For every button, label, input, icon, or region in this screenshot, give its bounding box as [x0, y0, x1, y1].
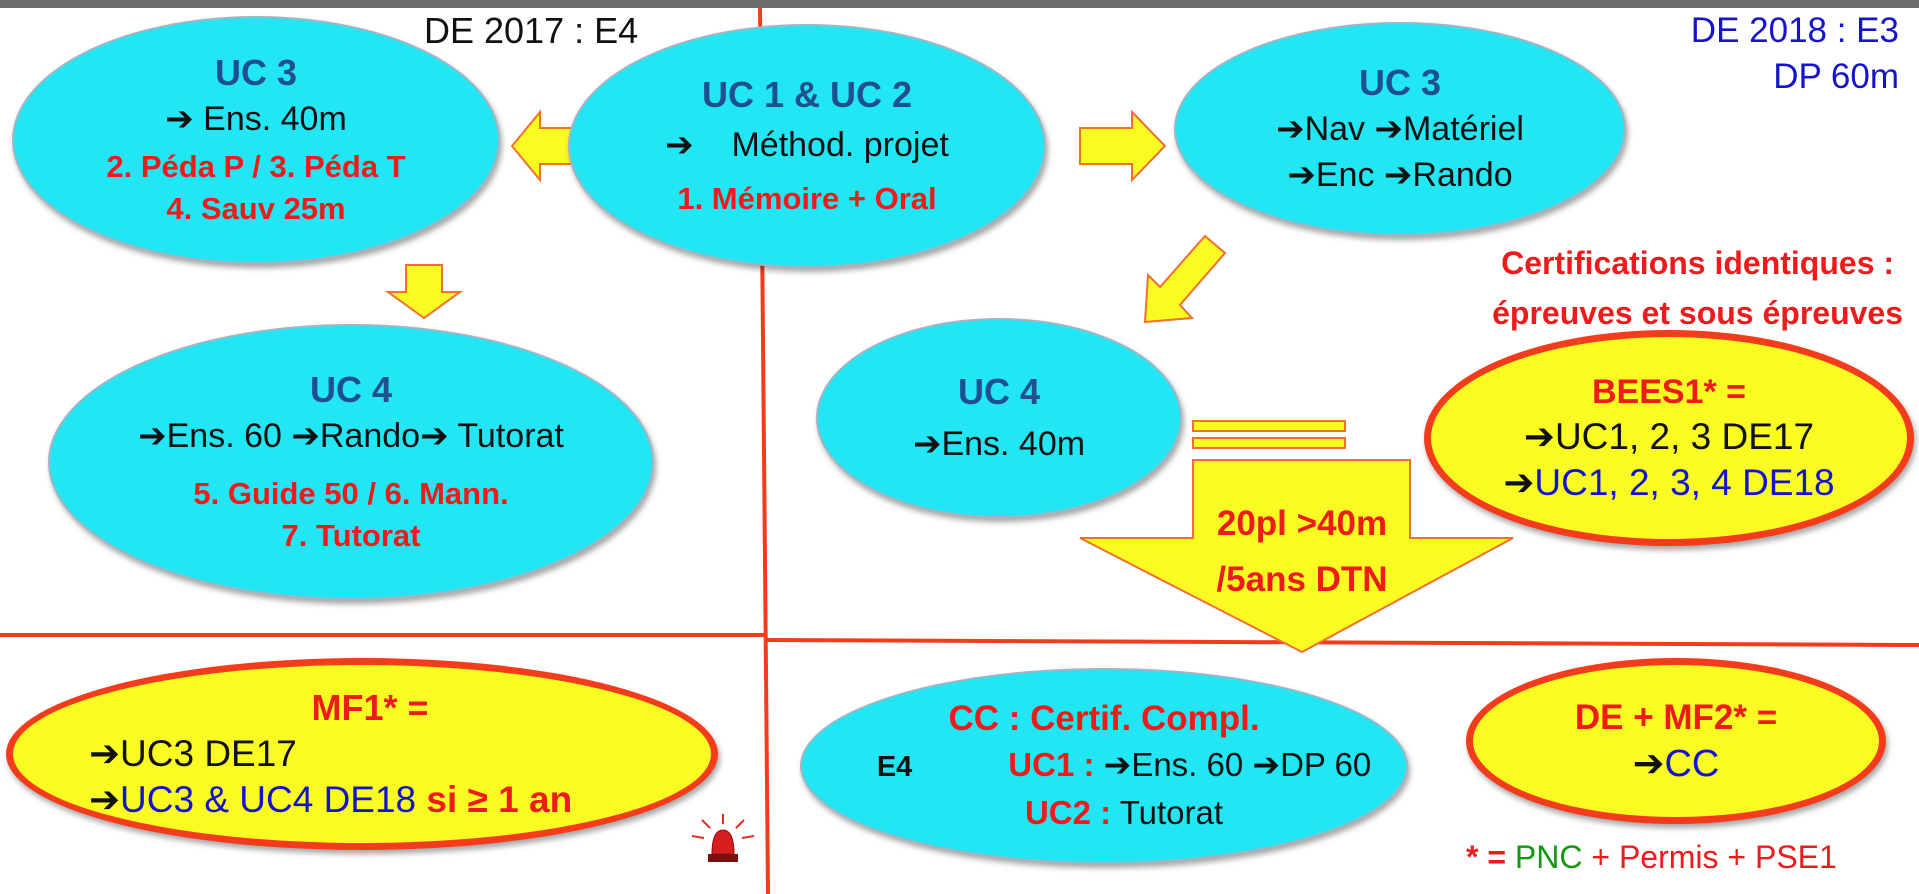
cc-e4: E4 [876, 751, 913, 783]
uc3-left-line1: ➔ Ens. 40m [165, 96, 347, 142]
cert-note-line1: Certifications identiques : [1501, 245, 1895, 281]
uc4-right-ens: Ens. 40m [941, 425, 1086, 463]
arrow-right-icon: ➔ [165, 100, 194, 138]
uc3-right-enc: Enc [1315, 156, 1375, 194]
equal-bar-top [1192, 420, 1346, 432]
de-mf2-line1: ➔CC [1633, 741, 1720, 787]
footnote-rest: + Permis + PSE1 [1591, 839, 1837, 875]
mf1-uc3: UC3 DE17 [120, 733, 297, 774]
uc4-left-rando: Rando [319, 417, 421, 455]
uc3-left-line3: 4. Sauv 25m [166, 191, 346, 226]
arrow-right-icon: ➔ [1523, 416, 1555, 457]
arrow-right-icon: ➔ [1632, 743, 1665, 785]
de-mf2-title: DE + MF2* = [1574, 698, 1778, 737]
equal-bar-bottom [1192, 437, 1346, 449]
uc4-left-line3: 7. Tutorat [281, 518, 421, 553]
uc4-left-title: UC 4 [309, 369, 393, 410]
de2018-line1: DE 2018 : E3 [1690, 11, 1899, 50]
mf1-ellipse: MF1* = ➔UC3 DE17 ➔UC3 & UC4 DE18 si ≥ 1 … [6, 658, 718, 850]
arrow-right-icon: ➔ [1374, 110, 1403, 148]
uc3-right-materiel: Matériel [1402, 110, 1524, 148]
cert-note-line2: épreuves et sous épreuves [1492, 295, 1903, 331]
uc3-right-line1: ➔Nav ➔Matériel [1276, 106, 1524, 152]
big-arrow-text: 20pl >40m /5ans DTN [1190, 496, 1414, 608]
uc4-right-title: UC 4 [957, 371, 1041, 412]
siren-icon [691, 814, 755, 862]
cc-line2: UC2 : Tutorat [1025, 790, 1223, 836]
de2017-label: DE 2017 : E4 [424, 10, 639, 51]
uc4-left-ens: Ens. 60 [166, 417, 282, 455]
uc3-right-ellipse: UC 3 ➔Nav ➔Matériel ➔Enc ➔Rando [1174, 22, 1626, 236]
big-arrow-line1: 20pl >40m [1216, 504, 1388, 543]
big-down-arrow [1079, 459, 1514, 654]
top-border [0, 0, 1919, 8]
cc-title: CC : Certif. Compl. [948, 699, 1260, 738]
bees1-line2: ➔UC1, 2, 3, 4 DE18 [1503, 460, 1834, 506]
cc-uc2-label: UC2 : [1024, 794, 1112, 831]
bees1-line1: ➔UC1, 2, 3 DE17 [1524, 414, 1814, 460]
uc3-left-ellipse: UC 3 ➔ Ens. 40m 2. Péda P / 3. Péda T 4.… [12, 16, 500, 264]
uc4-right-ellipse: UC 4 ➔Ens. 40m [816, 318, 1182, 518]
uc3-left-title: UC 3 [214, 52, 298, 93]
arrow-right-icon: ➔ [420, 417, 449, 455]
de2018-line2: DP 60m [1773, 57, 1899, 96]
mf1-title: MF1* = [311, 687, 429, 728]
cc-uc2-text: Tutorat [1119, 794, 1224, 831]
uc3-left-ens: Ens. 40m [203, 100, 347, 138]
mf1-line2: ➔UC3 & UC4 DE18 si ≥ 1 an [89, 777, 572, 823]
arrow-right-icon: ➔ [1287, 156, 1316, 194]
uc3-right-rando: Rando [1412, 156, 1513, 194]
horizontal-divider-right [765, 638, 1919, 647]
arrow-right-icon: ➔ [1503, 462, 1535, 503]
arrow-right-icon: ➔ [912, 425, 942, 463]
bees1-de17: UC1, 2, 3 DE17 [1554, 416, 1815, 457]
footnote-star: * = [1466, 839, 1507, 875]
arrow-down-left [384, 264, 464, 320]
footnote: * = PNC + Permis + PSE1 [1466, 836, 1837, 878]
mf1-condition: si ≥ 1 an [426, 779, 573, 820]
cc-uc1-dp: DP 60 [1280, 746, 1372, 783]
uc4-left-tutorat: Tutorat [457, 417, 564, 455]
arrow-right-icon: ➔ [291, 417, 320, 455]
uc12-title: UC 1 & UC 2 [701, 74, 913, 115]
arrow-right-icon: ➔ [665, 126, 694, 164]
arrow-right-icon: ➔ [89, 733, 121, 774]
uc3-left-line2: 2. Péda P / 3. Péda T [106, 149, 406, 184]
big-arrow-line2: /5ans DTN [1216, 560, 1388, 599]
uc4-left-ellipse: UC 4 ➔Ens. 60 ➔Rando➔ Tutorat 5. Guide 5… [48, 324, 654, 600]
arrow-right-icon: ➔ [1383, 156, 1413, 194]
certification-note: Certifications identiques : épreuves et … [1492, 238, 1903, 338]
uc3-right-nav: Nav [1304, 110, 1366, 148]
arrow-right-icon: ➔ [89, 779, 121, 820]
mf1-line1: ➔UC3 DE17 [89, 731, 297, 777]
de-mf2-ellipse: DE + MF2* = ➔CC [1466, 658, 1886, 824]
arrow-right-icon: ➔ [1103, 746, 1132, 783]
uc3-right-line2: ➔Enc ➔Rando [1287, 152, 1512, 198]
cc-uc1-ens: Ens. 60 [1131, 746, 1244, 783]
bees1-de18: UC1, 2, 3, 4 DE18 [1534, 462, 1835, 503]
footnote-pnc: PNC [1514, 839, 1583, 875]
bees1-ellipse: BEES1* = ➔UC1, 2, 3 DE17 ➔UC1, 2, 3, 4 D… [1424, 330, 1914, 546]
arrow-diagonal [1143, 234, 1227, 324]
uc12-ellipse: UC 1 & UC 2 ➔ Méthod. projet 1. Mémoire … [568, 24, 1046, 268]
uc12-method: Méthod. projet [731, 126, 949, 164]
de2018-label: DE 2018 : E3 DP 60m [1691, 8, 1899, 100]
bees1-title: BEES1* = [1591, 373, 1747, 411]
arrow-right-icon: ➔ [1252, 746, 1281, 783]
uc12-line2: 1. Mémoire + Oral [677, 181, 937, 216]
uc12-line1: ➔ Méthod. projet [665, 122, 949, 168]
arrow-right-icon: ➔ [1276, 110, 1305, 148]
uc4-right-line1: ➔Ens. 40m [913, 421, 1085, 467]
uc4-left-line2: 5. Guide 50 / 6. Mann. [193, 476, 509, 511]
cc-uc1-label: UC1 : [1008, 746, 1095, 783]
uc4-left-line1: ➔Ens. 60 ➔Rando➔ Tutorat [138, 413, 564, 459]
mf1-uc3-uc4: UC3 & UC4 DE18 [120, 779, 417, 820]
uc3-right-title: UC 3 [1358, 62, 1442, 103]
arrow-right [1079, 109, 1167, 183]
arrow-right-icon: ➔ [138, 417, 167, 455]
de-mf2-cc: CC [1664, 743, 1720, 785]
